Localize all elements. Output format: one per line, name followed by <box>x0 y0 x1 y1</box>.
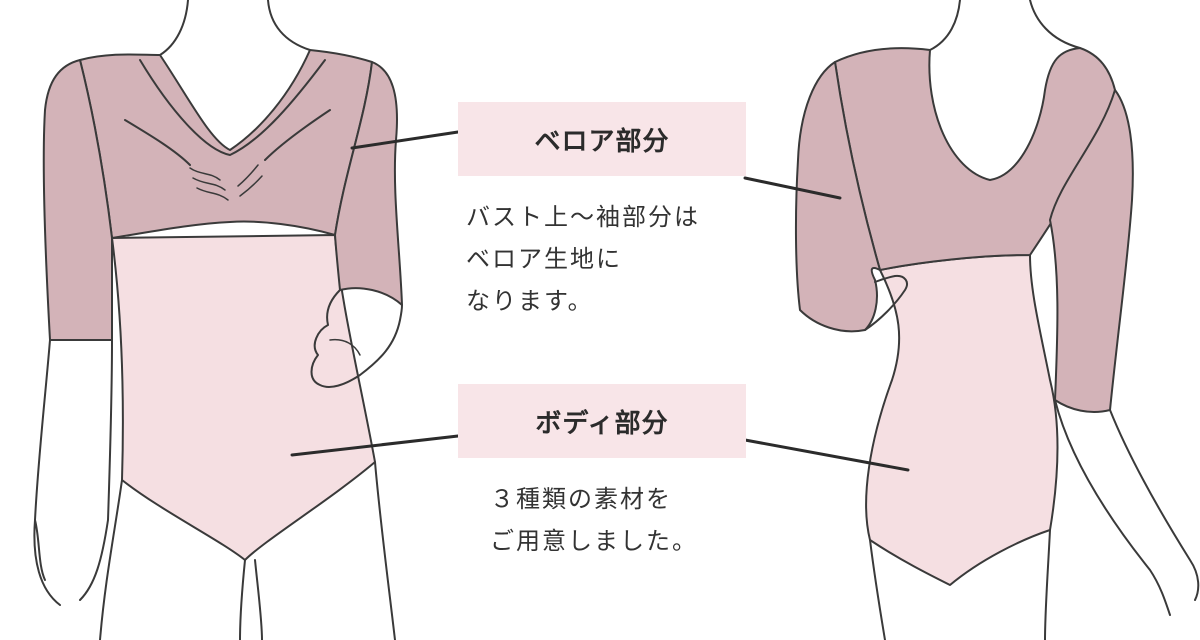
velour-front-pointer <box>350 130 460 150</box>
velour-desc-line-2: ベロア生地に <box>466 245 622 273</box>
front-right-sleeve <box>334 61 403 306</box>
back-figure <box>794 0 1200 640</box>
body-desc-line-1: ３種類の素材を <box>490 485 672 513</box>
body-part-description: ３種類の素材を ご用意しました。 <box>490 478 698 562</box>
back-velour-bodice <box>834 47 1116 271</box>
body-part-title: ボディ部分 <box>535 408 669 439</box>
body-desc-line-2: ご用意しました。 <box>490 527 698 555</box>
velour-part-label: ベロア部分 <box>458 102 746 176</box>
front-velour-bodice <box>79 49 373 239</box>
back-right-sleeve <box>1049 89 1134 413</box>
velour-back-pointer <box>743 176 842 200</box>
front-figure <box>33 0 403 640</box>
body-part-label: ボディ部分 <box>458 384 746 458</box>
velour-part-title: ベロア部分 <box>534 126 670 157</box>
front-left-sleeve <box>42 59 113 341</box>
back-body-fabric <box>865 254 1059 586</box>
body-front-pointer <box>290 434 460 457</box>
body-back-pointer <box>743 438 910 472</box>
front-body-fabric <box>111 234 376 561</box>
velour-desc-line-3: なります。 <box>466 287 594 315</box>
velour-desc-line-1: バスト上〜袖部分は <box>466 203 700 231</box>
velour-part-description: バスト上〜袖部分は ベロア生地に なります。 <box>466 196 700 322</box>
